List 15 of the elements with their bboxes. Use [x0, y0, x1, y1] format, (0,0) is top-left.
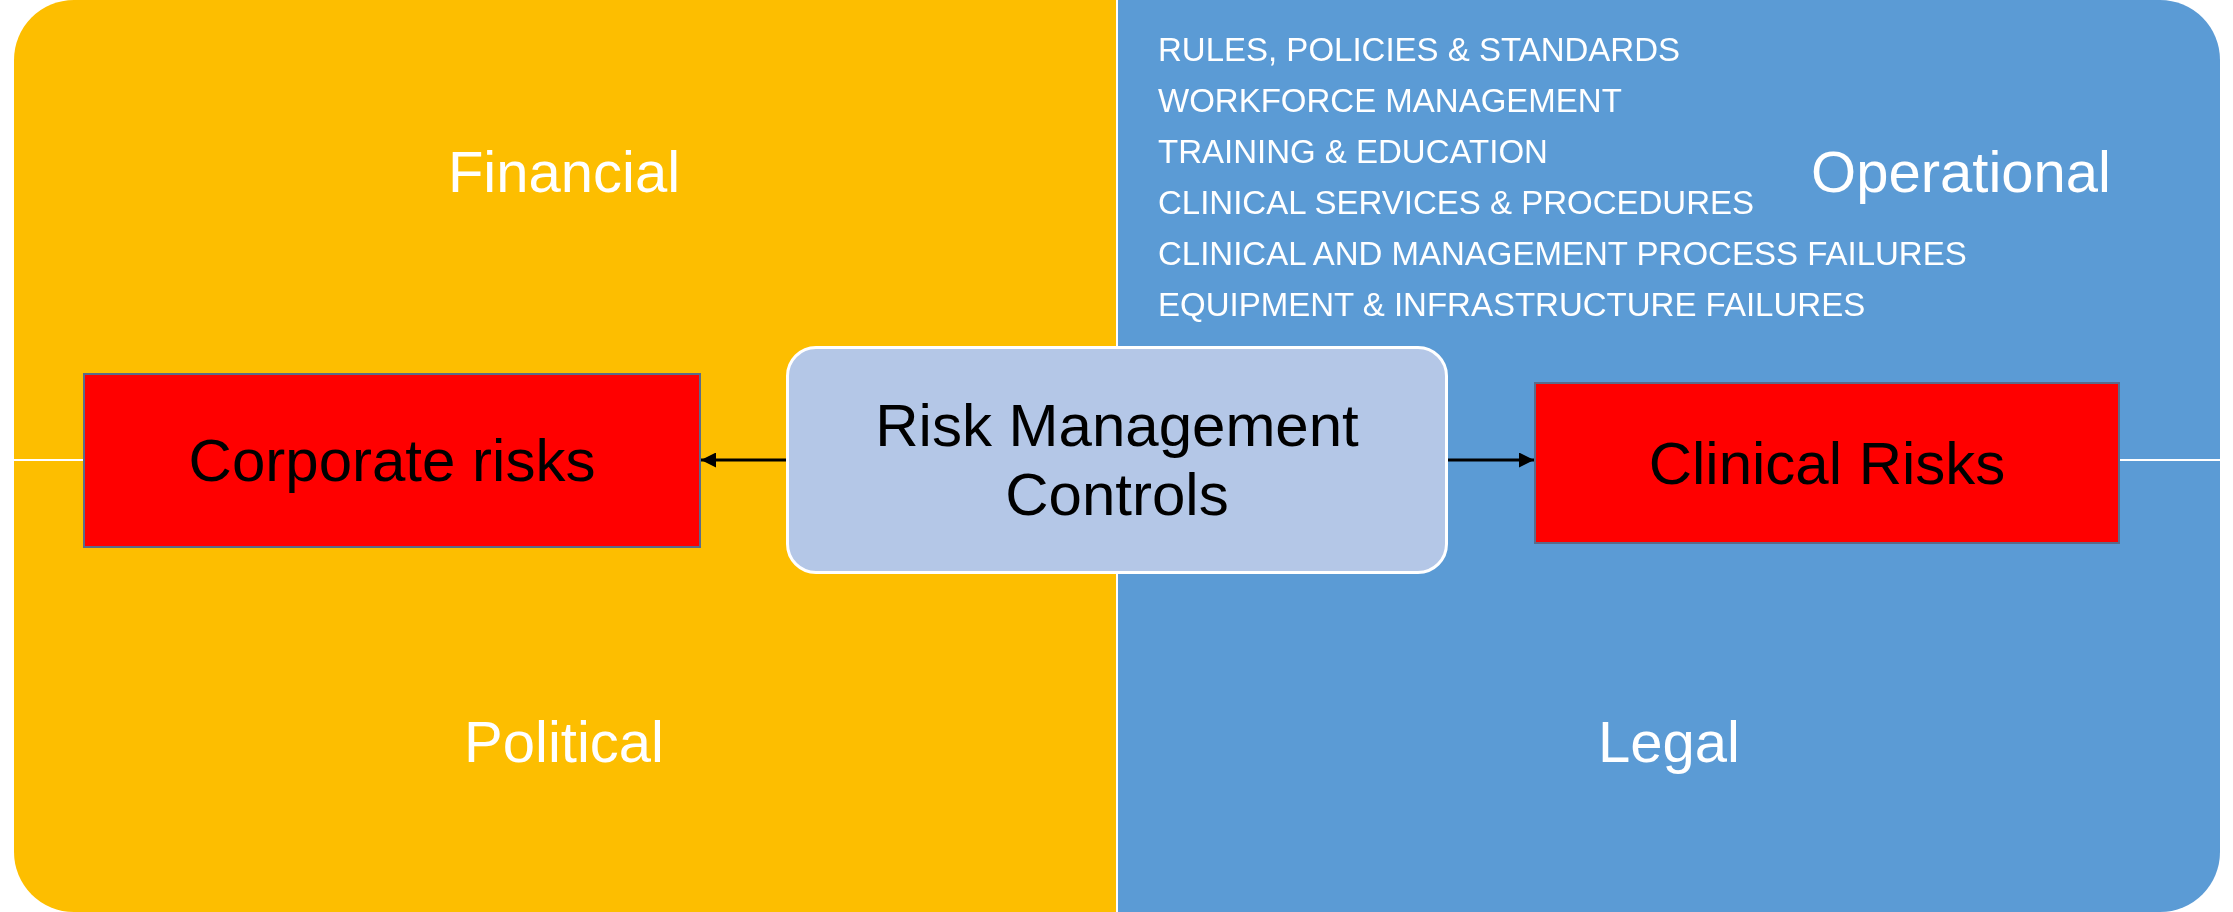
quadrant-heading: Operational	[1811, 140, 2111, 204]
quadrant-heading: Legal	[1598, 710, 1740, 774]
list-item: WORKFORCE MANAGEMENT	[1158, 83, 1622, 120]
list-item: TRAINING & EDUCATION	[1158, 134, 1548, 171]
list-item: RULES, POLICIES & STANDARDS	[1158, 32, 1681, 69]
list-item: CLINICAL AND MANAGEMENT PROCESS FAILURES	[1158, 236, 1967, 273]
arrow	[1448, 452, 1534, 468]
risk-box: Clinical Risks	[1534, 382, 2120, 544]
list-item: EQUIPMENT & INFRASTRUCTURE FAILURES	[1158, 287, 1866, 324]
arrow	[701, 452, 786, 468]
quadrant-heading: Financial	[447, 140, 681, 204]
risk-box: Corporate risks	[83, 373, 701, 548]
list-item: CLINICAL SERVICES & PROCEDURES	[1158, 185, 1754, 222]
process-box: Risk Management Controls	[786, 346, 1448, 574]
quadrant-heading: Political	[464, 710, 664, 774]
